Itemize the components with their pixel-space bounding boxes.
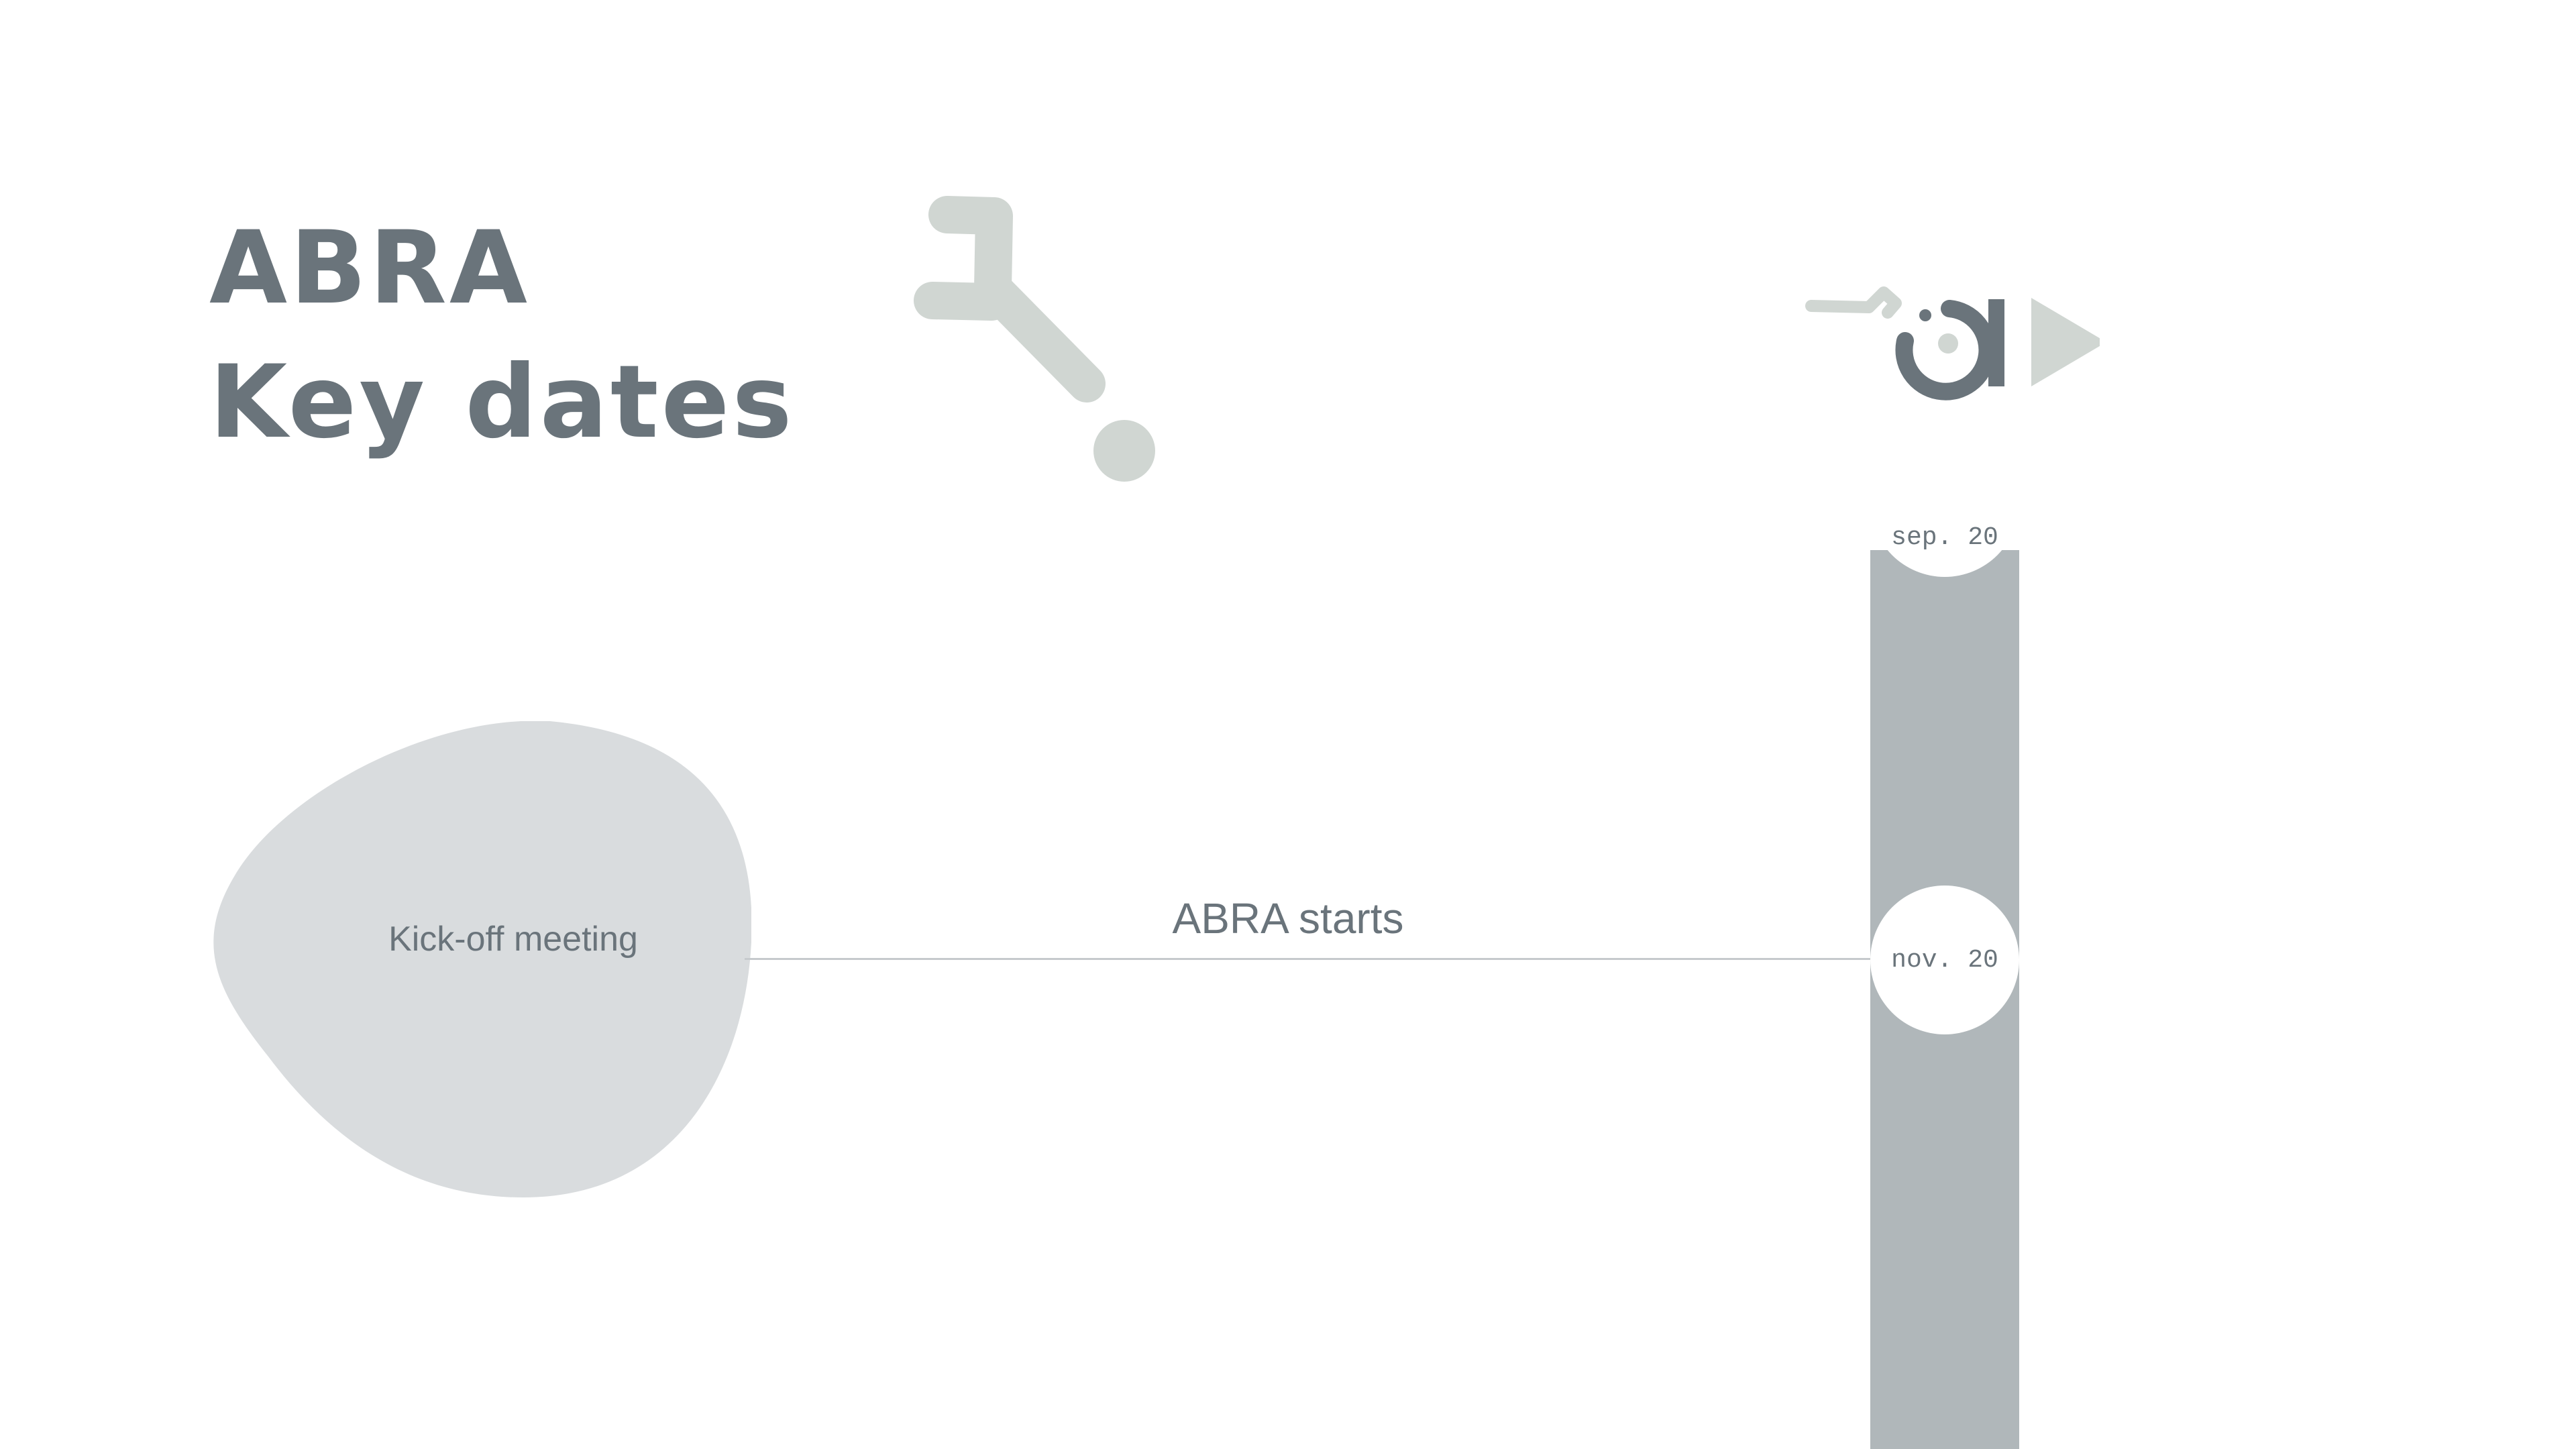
timeline-date-label: sep. 20	[1891, 523, 1998, 552]
page-title: ABRA Key dates	[209, 201, 795, 470]
milestone-event-label: ABRA starts	[1172, 894, 1404, 943]
milestone-shape-label: Kick-off meeting	[388, 920, 638, 959]
timeline-date-label: nov. 20	[1891, 945, 1998, 975]
title-line-2: Key dates	[209, 344, 795, 461]
title-line-1: ABRA	[209, 210, 531, 327]
milestone-connector-line	[745, 958, 1870, 960]
timeline-date-sep: sep. 20	[1870, 428, 2019, 577]
abra-logo	[1805, 286, 2100, 400]
timeline: sep. 20 nov. 20	[1870, 428, 2019, 1449]
kickoff-blob	[213, 721, 751, 1197]
abstract-wrench-icon	[914, 196, 1155, 482]
timeline-date-nov: nov. 20	[1870, 885, 2019, 1034]
